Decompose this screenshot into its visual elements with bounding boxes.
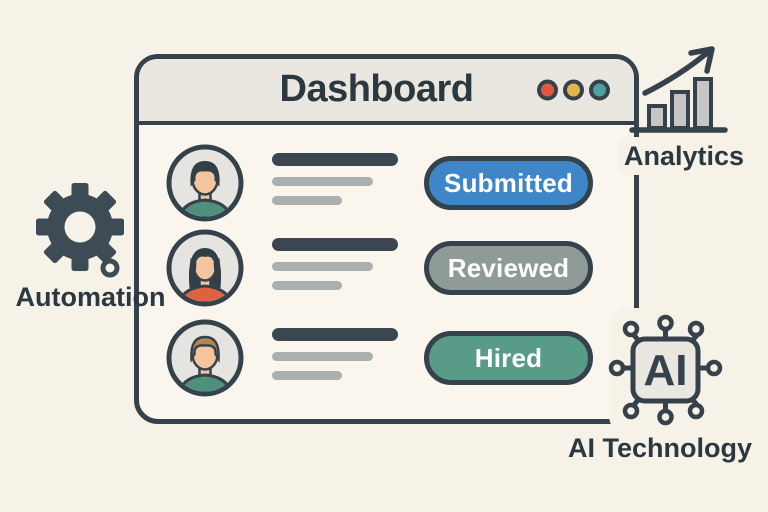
candidate-row[interactable]: Reviewed <box>165 228 605 308</box>
candidate-text-placeholder <box>272 318 402 398</box>
placeholder-line <box>272 351 373 361</box>
automation-label: Automation <box>15 282 166 312</box>
avatar-man-dark-hair <box>166 144 244 222</box>
ai-chip-icon: AI <box>608 308 725 434</box>
window-dot-yellow[interactable] <box>563 79 584 101</box>
gear-icon <box>36 183 124 278</box>
status-badge-submitted[interactable]: Submitted <box>424 156 593 210</box>
placeholder-line-title <box>272 328 398 341</box>
status-badge-label: Reviewed <box>447 252 570 283</box>
placeholder-line-title <box>272 153 398 166</box>
window-dot-teal[interactable] <box>589 79 610 101</box>
candidate-text-placeholder <box>272 228 402 308</box>
status-badge-reviewed[interactable]: Reviewed <box>424 241 593 295</box>
window-dot-red[interactable] <box>537 79 558 101</box>
placeholder-line <box>272 280 342 290</box>
ai-technology-label: AI Technology <box>567 433 752 463</box>
analytics-label: Analytics <box>618 137 750 175</box>
candidate-row[interactable]: Submitted <box>165 143 605 223</box>
placeholder-line-title <box>272 238 398 251</box>
ai-chip-text: AI <box>644 346 688 395</box>
placeholder-line <box>272 261 373 271</box>
candidate-text-placeholder <box>272 143 402 223</box>
placeholder-line <box>272 370 342 380</box>
avatar-man-brown-hair <box>166 319 244 397</box>
placeholder-line <box>272 195 342 205</box>
bar-chart-growth-icon <box>629 46 728 133</box>
status-badge-label: Hired <box>474 342 543 373</box>
window-titlebar: Dashboard <box>139 59 634 125</box>
page-title: Dashboard <box>279 68 474 110</box>
status-badge-hired[interactable]: Hired <box>424 331 593 385</box>
status-badge-label: Submitted <box>444 167 573 198</box>
candidate-row[interactable]: Hired <box>165 318 605 398</box>
avatar-woman-dark-hair <box>166 229 244 307</box>
placeholder-line <box>272 176 373 186</box>
window-traffic-dots <box>537 79 610 101</box>
